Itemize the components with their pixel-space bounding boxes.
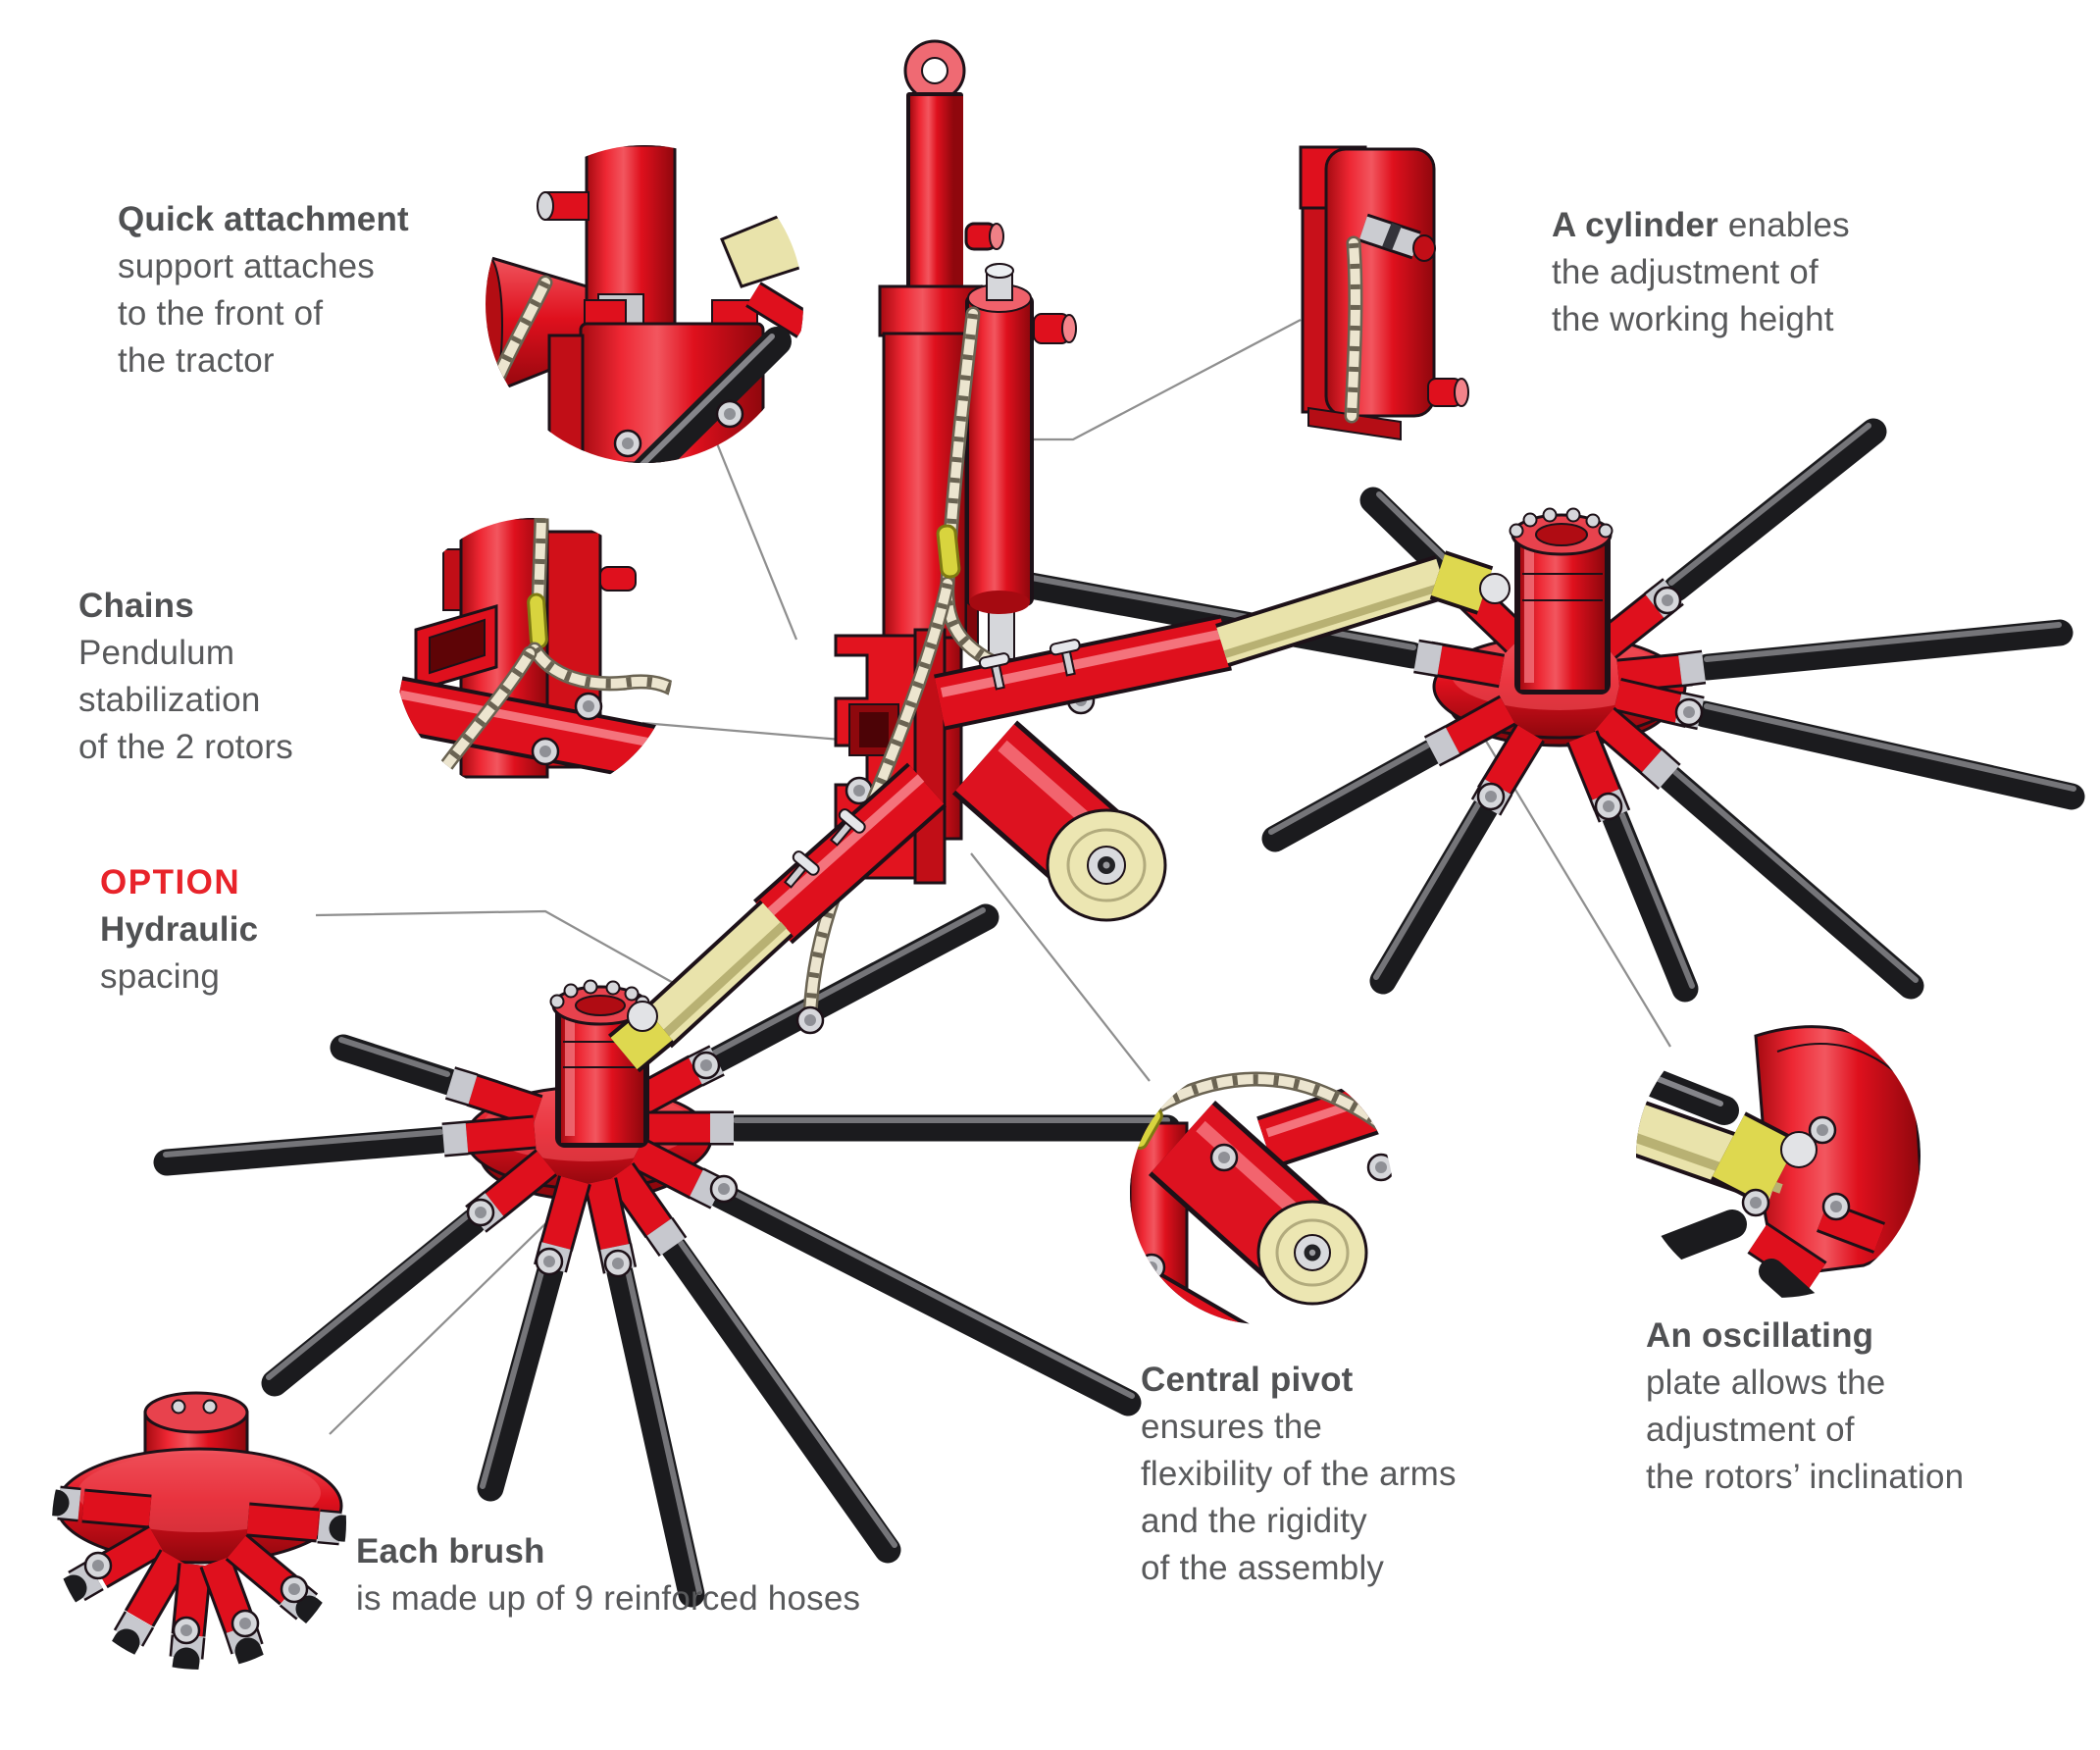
- leader-option: [315, 909, 678, 986]
- right-rotor-gearbox: [1509, 507, 1613, 695]
- annotation-line: the rotors’ inclination: [1646, 1454, 1964, 1501]
- label-text: support attaches: [118, 247, 375, 285]
- annotation-line: Pendulum: [78, 630, 293, 677]
- label-text: is made up of 9 reinforced hoses: [356, 1579, 861, 1618]
- telescopic-yellow-section: [1216, 558, 1448, 664]
- label-text: A cylinder: [1552, 206, 1718, 244]
- label-text: the adjustment of: [1552, 253, 1818, 291]
- label-text: OPTION: [100, 863, 241, 901]
- label-text: An oscillating: [1646, 1316, 1874, 1355]
- detail-chains: [395, 518, 674, 835]
- leader-oscillating-plate: [1449, 680, 1671, 1048]
- ball-joint: [1479, 573, 1511, 604]
- annotation-quick-attachment: Quick attachment support attaches to the f…: [118, 196, 409, 385]
- annotation-each-brush: Each brush is made up of 9 reinforced hos…: [356, 1528, 860, 1622]
- detail-brush-rotor: [52, 1391, 346, 1670]
- label-text: the tractor: [118, 341, 275, 380]
- label-text: the rotors’ inclination: [1646, 1458, 1965, 1496]
- right-rotor: [1006, 418, 2085, 1003]
- label-text: to the front of: [118, 294, 324, 333]
- label-text: enables: [1717, 206, 1850, 244]
- annotation-line: stabilization: [78, 677, 293, 724]
- annotation-line: is made up of 9 reinforced hoses: [356, 1575, 860, 1622]
- left-rotor-hoses: [153, 903, 1181, 1608]
- annotation-line: adjustment of: [1646, 1407, 1964, 1454]
- right-rotor-hoses: [1006, 418, 2085, 1003]
- annotation-line: the tractor: [118, 337, 409, 385]
- annotation-line: the working height: [1552, 296, 1850, 343]
- ball-joint: [627, 1001, 658, 1032]
- label-text: the working height: [1552, 300, 1834, 338]
- label-text: of the assembly: [1141, 1549, 1385, 1587]
- annotation-line: of the 2 rotors: [78, 724, 293, 771]
- telescopic-yellow-section: [640, 902, 792, 1046]
- quick-link: [936, 524, 961, 579]
- label-text: Quick attachment: [118, 200, 409, 238]
- label-text: spacing: [100, 957, 221, 996]
- annotation-line: Quick attachment: [118, 196, 409, 243]
- detail-oscillating-plate: [1636, 1025, 1921, 1298]
- label-text: Central pivot: [1141, 1361, 1354, 1399]
- detail-cylinder: [1299, 145, 1469, 441]
- annotation-option-hydraulic-spacing: OPTION Hydraulic spacing: [100, 859, 258, 1001]
- annotation-line: Hydraulic: [100, 906, 258, 953]
- annotation-line: ensures the: [1141, 1404, 1457, 1451]
- label-text: Chains: [78, 587, 194, 625]
- annotation-line: support attaches: [118, 243, 409, 290]
- label-text: Each brush: [356, 1532, 545, 1570]
- annotation-line: flexibility of the arms: [1141, 1451, 1457, 1498]
- annotation-cylinder: A cylinder enables the adjustment of the w…: [1552, 202, 1850, 343]
- annotation-line: and the rigidity: [1141, 1498, 1457, 1545]
- label-text: Pendulum: [78, 634, 235, 672]
- leader-central-pivot: [970, 852, 1151, 1082]
- label-text: stabilization: [78, 681, 261, 719]
- left-rotor: [153, 903, 1181, 1608]
- right-arm: [934, 550, 1511, 731]
- left-arm: [607, 762, 947, 1073]
- label-text: Hydraulic: [100, 910, 259, 949]
- central-pivot: [951, 720, 1167, 922]
- right-rotor-sockets: [1413, 568, 1707, 823]
- annotation-line: Central pivot: [1141, 1357, 1457, 1404]
- annotation-line: A cylinder enables: [1552, 202, 1850, 249]
- annotation-line: to the front of: [118, 290, 409, 337]
- annotation-line: An oscillating: [1646, 1312, 1964, 1360]
- annotation-line: OPTION: [100, 859, 258, 906]
- label-text: flexibility of the arms: [1141, 1455, 1457, 1493]
- annotation-central-pivot: Central pivot ensures the flexibility of t…: [1141, 1357, 1457, 1592]
- detail-quick-attachment: [486, 145, 803, 463]
- annotation-line: of the assembly: [1141, 1545, 1457, 1592]
- label-text: plate allows the: [1646, 1364, 1886, 1402]
- annotation-oscillating-plate: An oscillating plate allows the adjustment…: [1646, 1312, 1964, 1501]
- left-rotor-sockets: [441, 1045, 739, 1278]
- label-text: and the rigidity: [1141, 1502, 1367, 1540]
- height-cylinder: [965, 263, 1077, 660]
- annotation-line: plate allows the: [1646, 1360, 1964, 1407]
- label-text: adjustment of: [1646, 1411, 1855, 1449]
- annotation-line: the adjustment of: [1552, 249, 1850, 296]
- label-text: of the 2 rotors: [78, 728, 293, 766]
- annotation-line: Chains: [78, 583, 293, 630]
- stabilization-chains: [795, 314, 1096, 1035]
- annotation-line: Each brush: [356, 1528, 860, 1575]
- label-text: ensures the: [1141, 1408, 1323, 1446]
- leader-quick-attachment: [702, 411, 798, 641]
- annotation-line: spacing: [100, 953, 258, 1001]
- quick-link: [527, 592, 548, 649]
